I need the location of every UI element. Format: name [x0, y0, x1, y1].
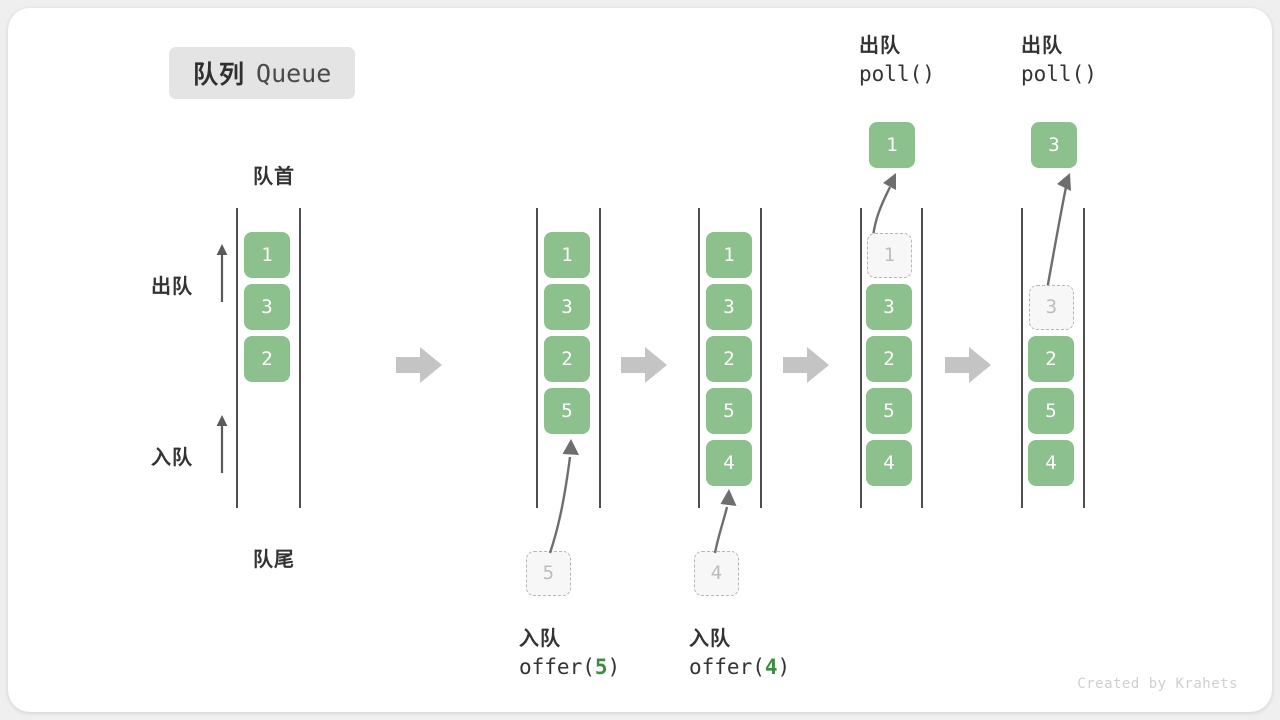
- dequeue-direction-arrow-icon: [216, 244, 228, 302]
- title-en: Queue: [256, 58, 332, 88]
- queue-rail-right-3: [760, 208, 762, 508]
- flow-arrow-icon: [783, 347, 829, 383]
- queue-item: 4: [866, 440, 912, 486]
- queue-item: 3: [706, 284, 752, 330]
- queue-rail-left-2: [536, 208, 538, 508]
- front-label: 队首: [253, 166, 295, 188]
- operation-call: poll(): [859, 62, 935, 86]
- flow-arrow-icon: [621, 347, 667, 383]
- queue-item-new: 5: [544, 388, 590, 434]
- enqueue-curve-arrow-icon: [713, 489, 737, 554]
- flow-arrow-icon: [396, 347, 442, 383]
- enqueue-direction-label: 入队: [151, 447, 193, 469]
- queue-item: 1: [244, 232, 290, 278]
- queue-rail-right-4: [921, 208, 923, 508]
- queue-rail-left-3: [698, 208, 700, 508]
- dequeue-curve-arrow-icon: [1044, 173, 1071, 296]
- queue-item-removed: 1: [867, 233, 912, 278]
- queue-rail-right-2: [599, 208, 601, 508]
- title-cn: 队列: [193, 61, 246, 89]
- queue-item-removed: 3: [1029, 285, 1074, 330]
- queue-item: 3: [244, 284, 290, 330]
- queue-item: 1: [544, 232, 590, 278]
- queue-rail-left-4: [860, 208, 862, 508]
- queue-item: 4: [1028, 440, 1074, 486]
- queue-item: 2: [244, 336, 290, 382]
- enqueue-curve-arrow-icon: [548, 439, 579, 554]
- queue-item: 5: [866, 388, 912, 434]
- operation-cn: 出队: [1021, 35, 1063, 57]
- queue-item: 2: [866, 336, 912, 382]
- queue-rail-right-1: [299, 208, 301, 508]
- queue-rail-right-5: [1083, 208, 1085, 508]
- watermark: Created by Krahets: [1077, 676, 1238, 692]
- flow-arrow-icon: [945, 347, 991, 383]
- operation-label-poll-1: 出队 poll(): [859, 33, 935, 89]
- diagram-card: 队列 Queue 队首 队尾 出队 入队 1 3 2 1 3 2 5: [8, 8, 1272, 712]
- queue-item: 5: [1028, 388, 1074, 434]
- operation-label-poll-3: 出队 poll(): [1021, 33, 1097, 89]
- operation-call: offer(4): [689, 655, 791, 679]
- queue-rail-left-5: [1021, 208, 1023, 508]
- diagram-stage: 队列 Queue 队首 队尾 出队 入队 1 3 2 1 3 2 5: [8, 8, 1272, 712]
- operation-call: poll(): [1021, 62, 1097, 86]
- operation-cn: 出队: [859, 35, 901, 57]
- dequeue-direction-label: 出队: [151, 276, 193, 298]
- operation-label-offer-4: 入队 offer(4): [689, 626, 790, 682]
- dequeued-element: 1: [869, 122, 915, 168]
- operation-label-offer-5: 入队 offer(5): [519, 626, 620, 682]
- queue-item: 3: [544, 284, 590, 330]
- queue-item: 2: [706, 336, 752, 382]
- queue-item: 5: [706, 388, 752, 434]
- queue-item-new: 4: [706, 440, 752, 486]
- dequeue-curve-arrow-icon: [871, 173, 896, 238]
- operation-cn: 入队: [519, 628, 561, 650]
- queue-item: 2: [1028, 336, 1074, 382]
- queue-item: 2: [544, 336, 590, 382]
- enqueue-direction-arrow-icon: [216, 415, 228, 473]
- operation-call: offer(5): [519, 655, 621, 679]
- diagram-title-badge: 队列 Queue: [169, 47, 356, 99]
- queue-item: 3: [866, 284, 912, 330]
- queue-rail-left-1: [236, 208, 238, 508]
- dequeued-element: 3: [1031, 122, 1077, 168]
- incoming-element-ghost: 5: [526, 551, 571, 596]
- queue-item: 1: [706, 232, 752, 278]
- incoming-element-ghost: 4: [694, 551, 739, 596]
- rear-label: 队尾: [253, 549, 295, 571]
- operation-cn: 入队: [689, 628, 731, 650]
